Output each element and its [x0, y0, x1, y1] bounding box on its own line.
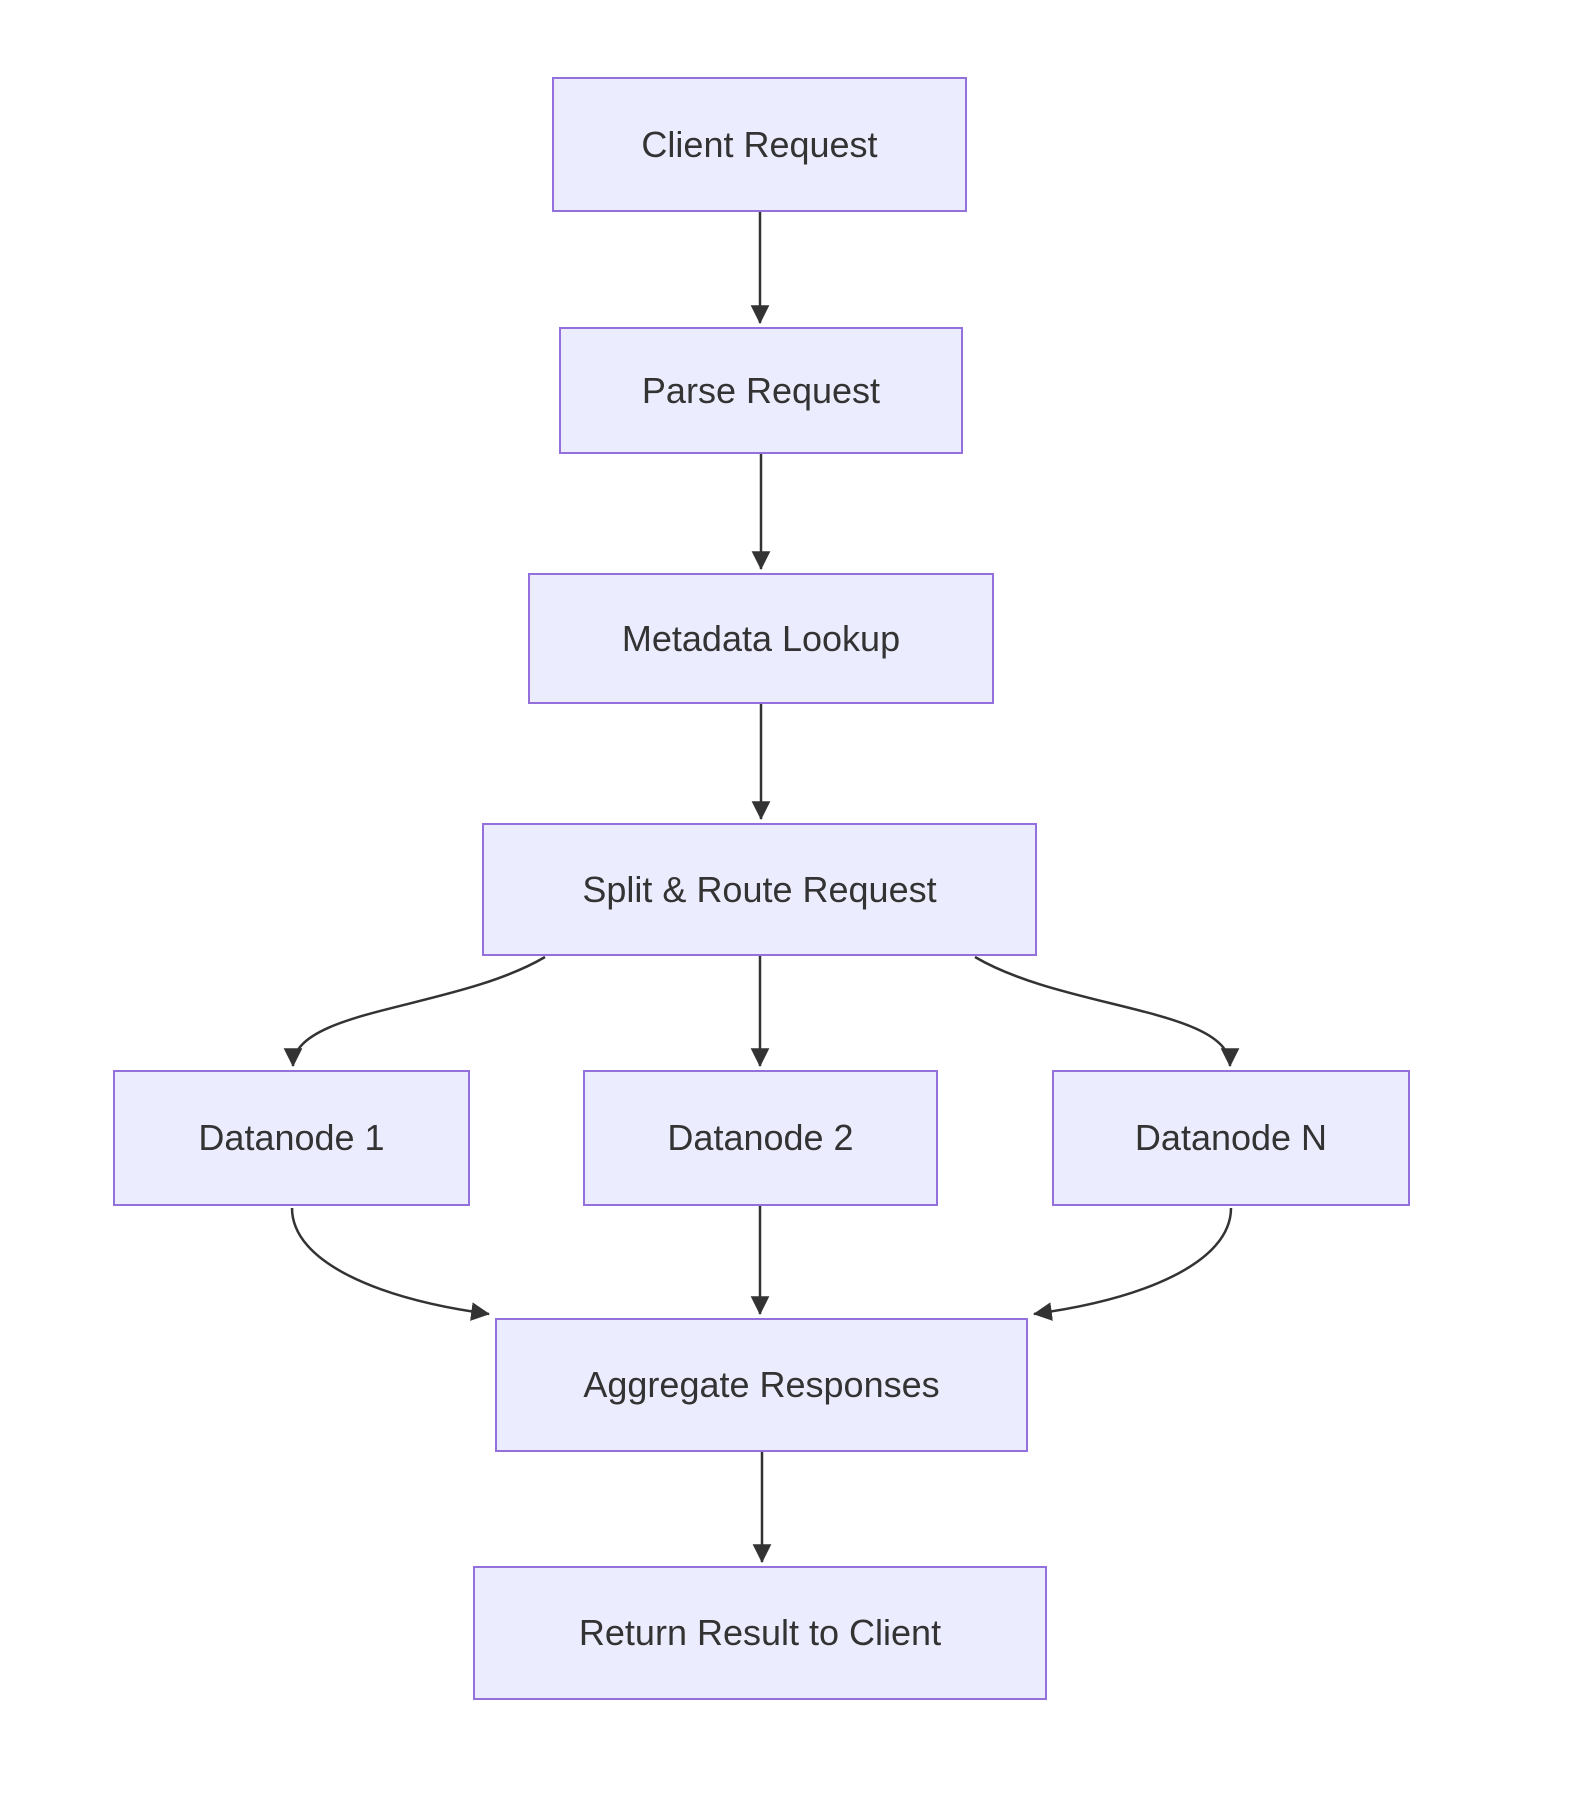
node-metadata-lookup: Metadata Lookup	[528, 573, 994, 704]
node-split-route-request-label: Split & Route Request	[582, 868, 937, 910]
edge-split-datanode1	[283, 955, 546, 1067]
edge-split-datanodeN	[974, 955, 1240, 1067]
node-metadata-lookup-label: Metadata Lookup	[621, 617, 901, 659]
edge-datanode1-aggregate	[290, 1207, 490, 1321]
node-datanode-1-label: Datanode 1	[198, 1117, 385, 1159]
node-datanode-2-label: Datanode 2	[667, 1117, 854, 1159]
node-datanode-n: Datanode N	[1052, 1070, 1410, 1206]
node-client-request: Client Request	[552, 77, 967, 212]
node-return-result: Return Result to Client	[473, 1566, 1047, 1700]
node-datanode-n-label: Datanode N	[1134, 1117, 1328, 1159]
node-return-result-label: Return Result to Client	[578, 1612, 942, 1654]
node-client-request-label: Client Request	[641, 123, 878, 165]
node-aggregate-responses-label: Aggregate Responses	[583, 1364, 940, 1406]
node-split-route-request: Split & Route Request	[482, 823, 1037, 956]
node-datanode-1: Datanode 1	[113, 1070, 470, 1206]
edge-datanodeN-aggregate	[1033, 1207, 1233, 1321]
node-parse-request-label: Parse Request	[641, 369, 881, 411]
node-parse-request: Parse Request	[559, 327, 963, 454]
node-aggregate-responses: Aggregate Responses	[495, 1318, 1028, 1452]
node-datanode-2: Datanode 2	[583, 1070, 938, 1206]
